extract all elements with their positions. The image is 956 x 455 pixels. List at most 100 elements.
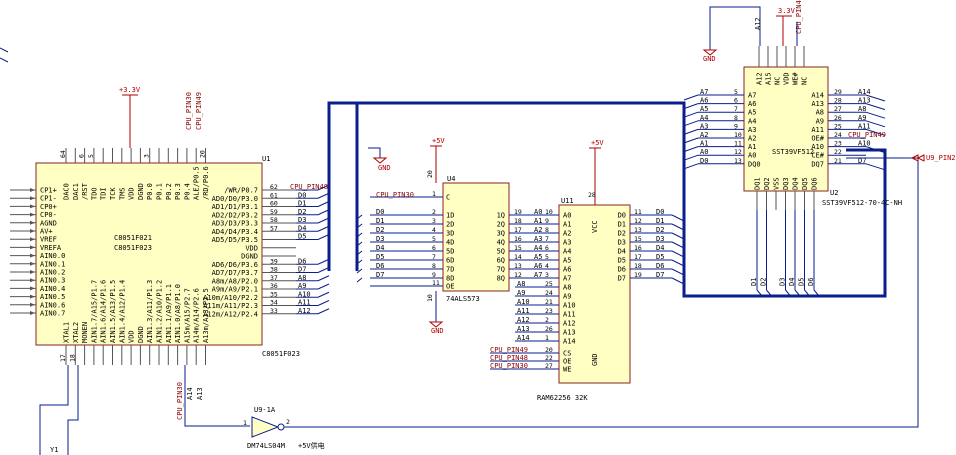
u4-ref: U4 xyxy=(447,175,455,183)
u4-right-net-label: A7 xyxy=(534,271,542,279)
u2-bottom-pin-label: DQ5 xyxy=(801,177,809,190)
u4-left-net-label: D3 xyxy=(376,235,384,243)
u2-left-pin-label: A4 xyxy=(748,117,756,125)
u1-left-pin-label: VREFA xyxy=(40,244,62,252)
u11-right-net-label: D2 xyxy=(656,226,664,234)
u9-pin-out: 2 xyxy=(286,418,290,426)
u2-left-net-label: A4 xyxy=(700,114,708,122)
u1-right-pin-label: AD2/D2/P3.2 xyxy=(212,211,258,219)
u1-left-arrow xyxy=(30,311,35,315)
u4-left-net-label: D4 xyxy=(376,244,384,252)
u1-left-arrow xyxy=(30,278,35,283)
u1-bottom-net-0: CPU_PIN30 xyxy=(176,382,184,420)
u4-right-pin-num: 13 xyxy=(514,262,522,270)
u4-name: 74ALS573 xyxy=(446,295,480,303)
u4-left-net-label: D7 xyxy=(376,271,384,279)
u2-right-pin-label: DQ7 xyxy=(811,160,824,168)
u2-bus-entry xyxy=(794,289,801,297)
u1-top-pin-label: P0.4 xyxy=(183,183,191,200)
u11-left-pin-label: A8 xyxy=(563,284,571,292)
u4-pin-top: 20 xyxy=(426,170,434,178)
u1-top-pin-num: 6 xyxy=(78,154,86,158)
u2-ref: U2 xyxy=(830,189,838,197)
u4-body xyxy=(442,182,510,292)
u1-bottom-pin-label: AIN1.2/A10/P1.2 xyxy=(156,280,164,343)
u11-left-pin-num: 4 xyxy=(545,262,549,270)
u11-right-pin-label: D5 xyxy=(618,257,626,265)
y1-ref: Y1 xyxy=(50,446,58,454)
u1-top-pin-label: /RST xyxy=(81,182,89,200)
u11-right-net-label: D3 xyxy=(656,235,664,243)
u1-mcu[interactable]: U1 C8051F021 C8051F023 C8051F023 CP1+CP1… xyxy=(10,148,330,365)
u4-right-pin-label: 3Q xyxy=(497,230,505,238)
u11-left-pin-num: 6 xyxy=(545,244,549,252)
u2-left-pin-label: A6 xyxy=(748,100,756,108)
u11-bus-entry xyxy=(671,250,685,258)
u1-left-pin-label: AIN0.5 xyxy=(40,293,65,301)
u1-right-pin-label: A9m/A9/P2.1 xyxy=(212,286,258,294)
u2-bus-entry xyxy=(683,128,699,135)
u2-right-pin-num: 22 xyxy=(834,148,842,156)
u2-bottom-pin-label: DQ6 xyxy=(811,177,819,190)
u1-top-pin-label: VDD xyxy=(128,187,136,200)
u11-left-pin-label: A12 xyxy=(563,320,576,328)
u2-bus-entry xyxy=(683,103,699,110)
u1-left-arrow xyxy=(30,220,35,225)
u1-right-pin-num: 38 xyxy=(270,266,278,274)
u2-top-pin-label: NC xyxy=(774,77,782,85)
u9-pin-in: 1 xyxy=(243,419,247,427)
u2-name1: SST39VF512 xyxy=(772,148,814,156)
u11-left-net-label: A8 xyxy=(517,280,525,288)
u2-top-pin-label: VDD xyxy=(783,72,791,85)
u1-left-pin-label: CP0+ xyxy=(40,203,57,211)
u2-flash[interactable]: U2 SST39VF512 SST39VF512-70-4C-NH A75A7A… xyxy=(683,46,902,297)
u1-left-arrow xyxy=(30,204,35,209)
u2-bus-entry xyxy=(865,94,886,102)
u1-right-net-label: D2 xyxy=(298,208,306,216)
u1-right-pin-label: AD7/D7/P3.7 xyxy=(212,269,258,277)
u1-bottom-pin-label: MONEN xyxy=(81,322,89,343)
u1-bus-entry xyxy=(317,267,330,273)
u11-ram[interactable]: U11 RAM62256 32K VCC GND A010A19A28A37A4… xyxy=(490,197,685,402)
u1-top-pin-label: TDO xyxy=(90,187,98,200)
u2-right-pin-label: A11 xyxy=(811,126,824,134)
u11-right-net-label: D5 xyxy=(656,253,664,261)
u4-left-pin-num: 7 xyxy=(432,253,436,261)
u11-right-pin-num: 18 xyxy=(634,262,642,270)
u1-top-pin-label: /RD/P0.6 xyxy=(202,166,210,200)
u1-bus-entry xyxy=(317,192,330,199)
u1-left-arrow xyxy=(30,188,35,192)
u2-right-pin-num: 28 xyxy=(834,97,842,105)
u4-left-pin-label: 7D xyxy=(446,266,454,274)
u1-top-nets: CPU_PIN30 CPU_PIN49 xyxy=(185,92,203,130)
u9-inverter[interactable]: U9-1A DM74LS04M +5V供电 1 2 xyxy=(243,158,919,450)
u1-left-pins: CP1+CP1-CP0+CP0-AGNDAV+VREFVREFAAIN0.0AI… xyxy=(10,187,65,318)
u1-left-pin-label: AIN0.7 xyxy=(40,310,65,318)
u11-ctrl-pin-num: 22 xyxy=(545,354,553,362)
u4-left-pin-num: 5 xyxy=(432,235,436,243)
u2-top-pin-label: A12 xyxy=(756,72,764,85)
u11-ctrl-pin-label: CS xyxy=(563,350,571,358)
u11-bus-entry xyxy=(671,268,685,276)
u2-left-net-label: A7 xyxy=(700,88,708,96)
u1-top-net-1: CPU_PIN49 xyxy=(195,92,203,130)
left-edge-marks xyxy=(0,47,9,63)
u11-ctrl-pin-num: 20 xyxy=(545,346,553,354)
u11-ctrl-net-label: CPU_PIN49 xyxy=(490,346,528,354)
u2-top-net-0: A12 xyxy=(754,17,762,30)
u2-top-net-1: 3.3V xyxy=(778,7,796,15)
u1-right-net-label: D3 xyxy=(298,216,306,224)
u11-power-label: +5V xyxy=(591,139,604,147)
u4-left-pin-num: 9 xyxy=(432,271,436,279)
u9-bubble xyxy=(277,423,285,431)
u1-name2: C8051F023 xyxy=(114,244,152,252)
u1-bus-entry xyxy=(317,308,330,315)
u1-right-pin-num: 35 xyxy=(270,290,278,298)
u2-bus-entry xyxy=(683,120,699,127)
u2-left-pin-label: A1 xyxy=(748,143,756,151)
u2-bottom-pin-label: DQ2 xyxy=(763,177,771,190)
u11-bus-entry xyxy=(671,214,685,222)
u1-power-label: +3.3V xyxy=(119,86,141,94)
u2-right-net-label: D7 xyxy=(858,157,866,165)
